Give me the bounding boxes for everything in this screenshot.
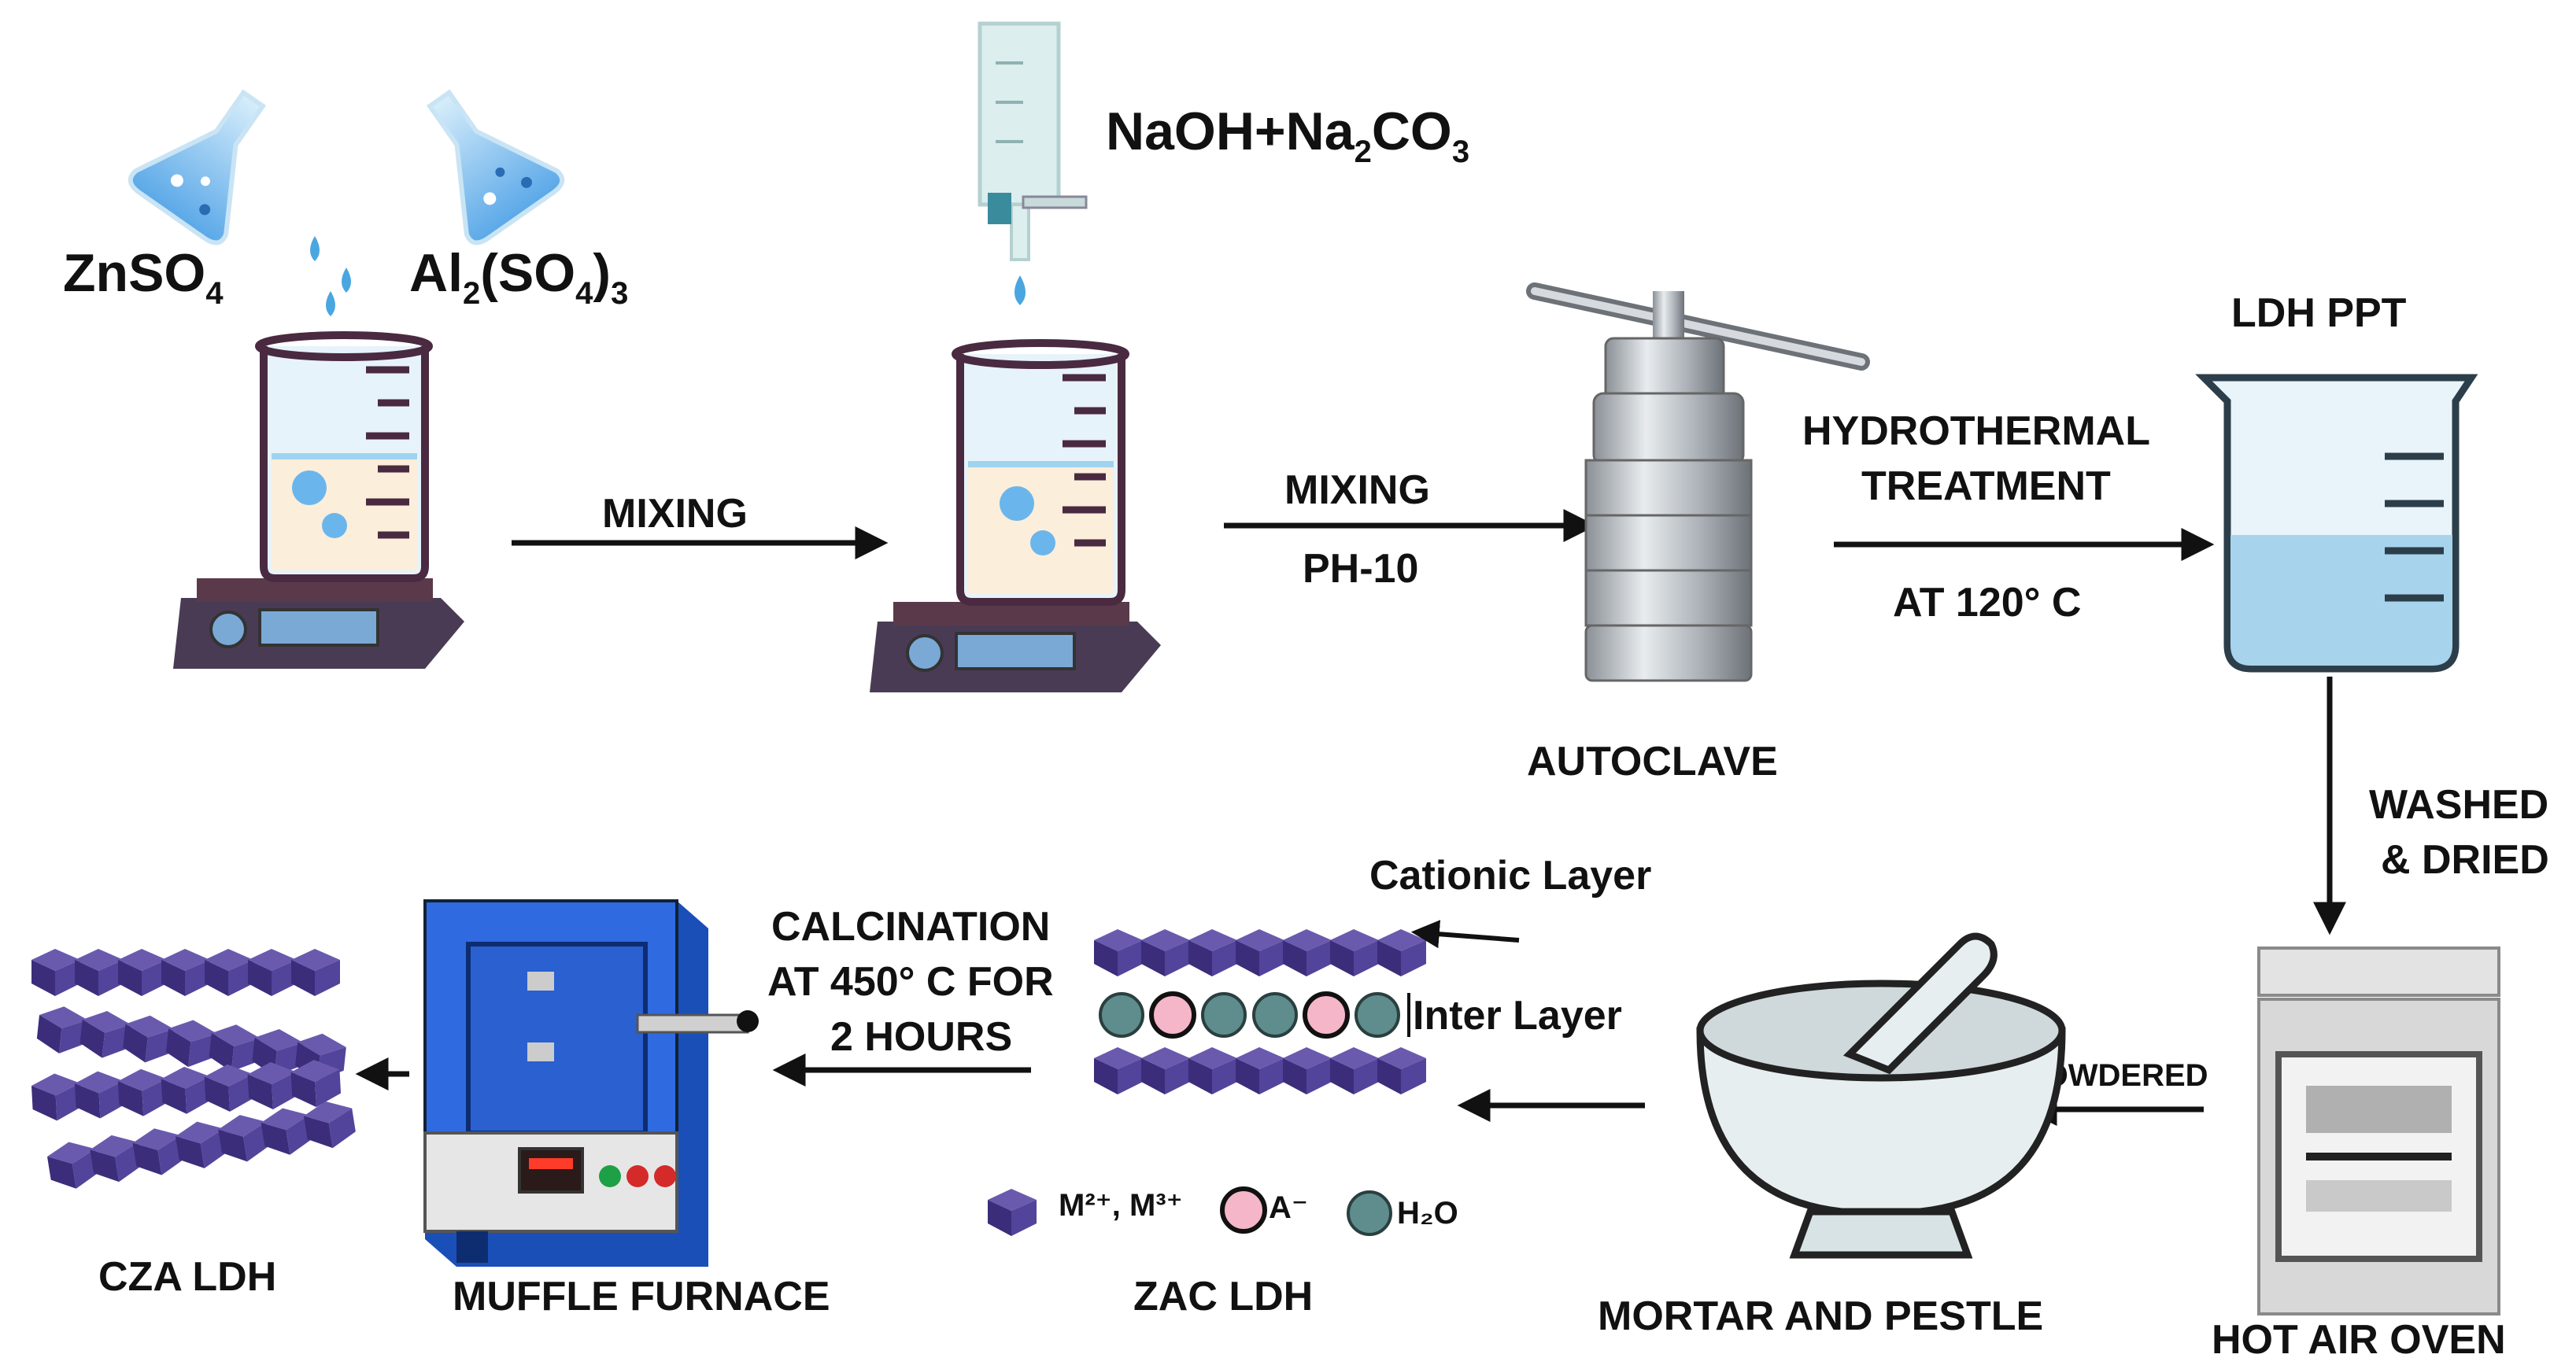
cationic-layer-bottom: [1094, 1047, 1426, 1094]
label-hydrothermal: HYDROTHERMAL: [1802, 408, 2150, 454]
label-washed: WASHED: [2369, 782, 2548, 828]
zac-ldh-structure: [1094, 929, 1426, 1094]
flask-al2so43: [426, 89, 565, 245]
burette: [978, 21, 1088, 305]
label-2-hours: 2 HOURS: [830, 1014, 1012, 1060]
label-ldh-ppt: LDH PPT: [2231, 290, 2407, 336]
label-znso4: ZnSO4: [63, 243, 224, 311]
arrow-cationic: [1410, 920, 1520, 949]
autoclave: [1526, 282, 1870, 682]
legend-anion-icon: [1220, 1186, 1267, 1234]
label-calcination: CALCINATION: [771, 904, 1050, 950]
magnetic-stirrer-1: [173, 578, 464, 669]
label-al2so43: Al2(SO4)3: [409, 243, 628, 311]
label-treatment: TREATMENT: [1861, 463, 2111, 509]
muffle-furnace: [423, 899, 759, 1267]
label-at-450: AT 450° C FOR: [767, 959, 1054, 1005]
label-temp-120: AT 120° C: [1893, 580, 2081, 625]
label-mortar: MORTAR AND PESTLE: [1598, 1293, 2043, 1339]
cza-ldh-structure: [31, 949, 358, 1193]
legend: M²⁺, M³⁺ A⁻ H₂O: [988, 1186, 1458, 1236]
label-cza: CZA LDH: [98, 1254, 276, 1300]
label-cationic: Cationic Layer: [1369, 853, 1651, 899]
magnetic-stirrer-2: [870, 602, 1161, 692]
legend-anion: A⁻: [1269, 1190, 1308, 1225]
beaker-1: [255, 331, 433, 582]
beaker-ldh-ppt: [2195, 374, 2478, 673]
label-autoclave: AUTOCLAVE: [1527, 739, 1778, 784]
label-mixing-2: MIXING: [1284, 467, 1430, 513]
droplets-1: [310, 236, 351, 316]
legend-octahedron-icon: [988, 1189, 1037, 1236]
mortar-and-pestle: [1696, 932, 2066, 1259]
label-zac: ZAC LDH: [1133, 1274, 1313, 1319]
flask-znso4: [128, 89, 267, 245]
label-mixing-1: MIXING: [602, 491, 748, 537]
legend-water: H₂O: [1397, 1196, 1458, 1231]
label-hot-air-oven: HOT AIR OVEN: [2212, 1317, 2506, 1363]
hot-air-oven: [2257, 946, 2500, 1315]
label-naoh-na2co3: NaOH+Na2CO3: [1106, 101, 1469, 169]
beaker-2: [952, 339, 1129, 606]
inter-layer: [1099, 991, 1400, 1039]
legend-water-icon: [1347, 1190, 1392, 1236]
cationic-layer-top: [1094, 929, 1426, 976]
legend-metal: M²⁺, M³⁺: [1059, 1188, 1183, 1223]
label-ph: PH-10: [1303, 546, 1418, 592]
label-inter: Inter Layer: [1413, 993, 1622, 1039]
label-dried: & DRIED: [2381, 837, 2549, 883]
label-muffle: MUFFLE FURNACE: [453, 1274, 830, 1319]
